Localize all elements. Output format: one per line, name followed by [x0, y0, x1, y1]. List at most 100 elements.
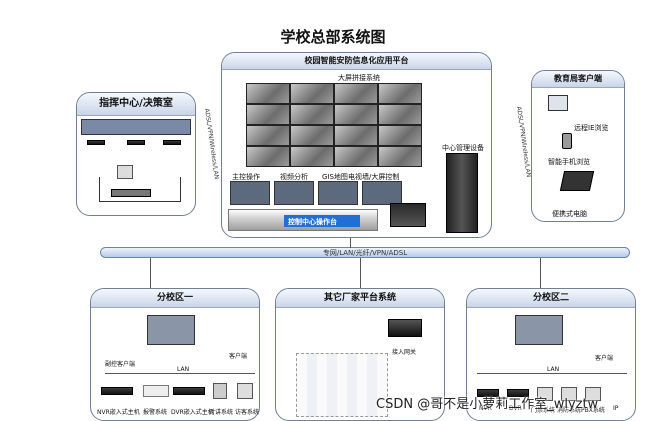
- video-tile: [334, 146, 378, 167]
- branch-two-device-access: 门禁系统: [531, 407, 556, 414]
- branch-one-title: 分校区一: [91, 289, 259, 308]
- branch-one-device-dvr: DVR嵌入式主机: [171, 409, 214, 416]
- video-tile: [246, 146, 290, 167]
- branch-two-device-ip: IP: [613, 405, 619, 412]
- video-tile: [378, 104, 422, 125]
- branch-two-device-dvr: DVR: [509, 405, 522, 412]
- bus-link-left: [150, 258, 151, 292]
- monitor-wall: [362, 181, 402, 205]
- branch-one-lan-line: [105, 373, 255, 374]
- branch-one-panel: 分校区一 副控客户端 客户端 LAN NVR嵌入式主机 报警系统 DVR嵌入式主…: [90, 288, 260, 421]
- branch-one-alarm: [143, 385, 169, 397]
- video-wall-label: 大屏拼接系统: [338, 74, 380, 82]
- video-tile: [378, 125, 422, 146]
- client-laptop: 便携式电脑: [552, 210, 587, 218]
- monitor-label-main: 主控操作: [232, 173, 260, 181]
- desktop-icon: [548, 95, 568, 111]
- monitor-label-wall: 电视墙/大屏控制: [348, 173, 400, 181]
- monitor-analysis: [274, 181, 314, 205]
- laptop-icon: [559, 171, 595, 191]
- video-tile: [334, 104, 378, 125]
- bus-link-platform: [350, 238, 351, 248]
- branch-two-access: [537, 387, 553, 401]
- command-switch-3: [163, 140, 181, 145]
- monitor-label-gis: GIS地图: [322, 173, 348, 181]
- video-tile: [246, 83, 290, 104]
- branch-two-lan: LAN: [547, 366, 560, 373]
- branch-one-device-intercom: 对讲系统: [209, 409, 234, 416]
- vendor-network-diagram: [296, 353, 388, 417]
- branch-two-client: 客户端: [595, 355, 614, 362]
- branch-one-device-visitor: 访客系统: [235, 409, 260, 416]
- branch-two-dvr: [507, 389, 529, 397]
- video-tile: [290, 83, 334, 104]
- branch-one-client: 客户端: [229, 353, 248, 360]
- branch-two-pbx: [585, 387, 601, 401]
- branch-one-visitor: [237, 383, 253, 399]
- phone-icon: [562, 133, 572, 149]
- platform-panel: 校园智能安防信息化应用平台 大屏拼接系统 主控操作 视频分析 GIS地图 电视墙…: [221, 52, 492, 238]
- console-label: 控制中心操作台: [288, 218, 337, 226]
- video-tile: [290, 125, 334, 146]
- video-tile: [334, 83, 378, 104]
- branch-two-title: 分校区二: [467, 289, 635, 308]
- video-tile: [246, 104, 290, 125]
- video-tile: [378, 83, 422, 104]
- right-link-label: ADSL/VPN/Wireless/LAN: [515, 106, 532, 178]
- command-cabling: [99, 177, 181, 202]
- page-title: 学校总部系统图: [280, 28, 386, 46]
- branch-one-video-wall: [147, 315, 195, 345]
- branch-one-dvr: [173, 387, 205, 395]
- video-tile: [334, 125, 378, 146]
- video-tile: [378, 146, 422, 167]
- command-switch-1: [87, 140, 105, 145]
- branch-one-device-alarm: 报警系统: [143, 409, 168, 416]
- network-bus: 专网/LAN/光纤/VPN/ADSL: [100, 247, 630, 258]
- equipment-label: 中心管理设备: [442, 144, 484, 152]
- command-video-wall: [81, 119, 191, 135]
- platform-title: 校园智能安防信息化应用平台: [222, 53, 491, 70]
- gateway-device: [388, 319, 422, 337]
- branch-one-intercom: [213, 383, 227, 399]
- command-pc-icon: [117, 165, 133, 179]
- branch-two-fire: [561, 387, 577, 401]
- video-tile: [290, 104, 334, 125]
- console-label-box: [284, 215, 360, 227]
- command-network-switch: [111, 189, 151, 197]
- branch-one-device-nvr: NVR嵌入式主机: [97, 409, 140, 416]
- video-tile: [246, 125, 290, 146]
- monitor-gis: [318, 181, 358, 205]
- education-client-title: 教育局客户端: [532, 71, 624, 88]
- command-switch-2: [127, 140, 145, 145]
- gateway-label: 接入网关: [392, 349, 417, 356]
- branch-two-lan-line: [477, 373, 627, 374]
- monitor-main: [230, 181, 270, 205]
- education-client-panel: 教育局客户端 远程IE浏览 智能手机浏览 便携式电脑: [531, 70, 625, 222]
- extra-monitor: [390, 203, 426, 227]
- video-wall: [246, 83, 422, 167]
- bus-link-right: [540, 258, 541, 292]
- command-center-title: 指挥中心/决策室: [77, 93, 195, 116]
- branch-two-video-wall: [515, 315, 563, 345]
- other-vendor-title: 其它厂家平台系统: [276, 289, 444, 308]
- watermark-tail: 工作室_wlyztw: [508, 397, 599, 412]
- branch-two-device-nvr: NVR: [479, 405, 492, 412]
- command-center-panel: 指挥中心/决策室: [76, 92, 196, 216]
- branch-two-device-pbx: PBX系统: [581, 407, 605, 414]
- monitor-label-analysis: 视频分析: [280, 173, 308, 181]
- branch-two-nvr: [477, 389, 499, 397]
- branch-one-lan: LAN: [177, 366, 190, 373]
- video-tile: [290, 146, 334, 167]
- client-mobile: 智能手机浏览: [548, 158, 590, 166]
- client-remote-ie: 远程IE浏览: [574, 124, 609, 132]
- branch-one-nvr: [101, 387, 133, 395]
- branch-one-client-sub: 副控客户端: [105, 361, 136, 368]
- watermark-text: CSDN @哥不是小萝莉: [376, 397, 509, 412]
- csdn-watermark: CSDN @哥不是小萝莉工作室_wlyztw: [376, 393, 598, 412]
- branch-two-panel: 分校区二 客户端 LAN NVR DVR 门禁系统 消防系统 PBX系统 IP: [466, 288, 636, 421]
- branch-two-device-fire: 消防系统: [557, 407, 582, 414]
- left-link-label: ADSL/VPN/Wireless/LAN: [203, 108, 220, 180]
- equipment-rack: [446, 153, 478, 233]
- other-vendor-panel: 其它厂家平台系统 接入网关: [275, 288, 445, 421]
- bus-link-middle: [360, 258, 361, 292]
